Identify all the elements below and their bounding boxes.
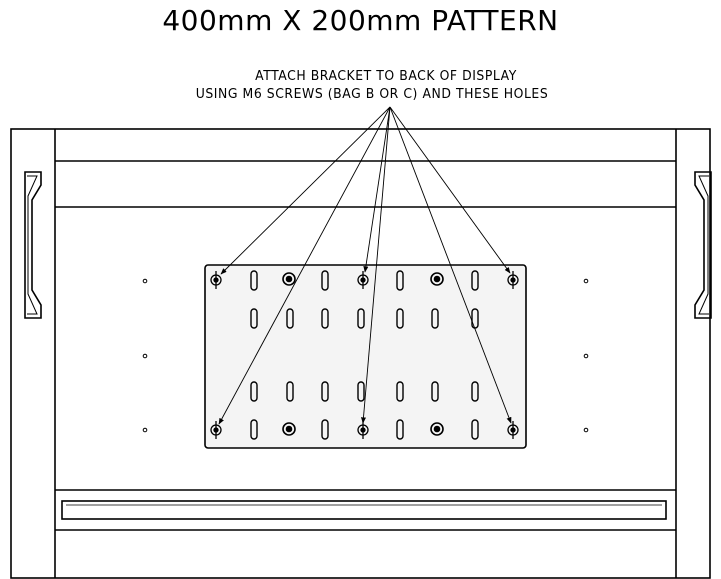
- mounting-hole-icon: [210, 421, 222, 439]
- bottom-slot: [61, 500, 667, 520]
- callout-note-line-1: ATTACH BRACKET TO BACK OF DISPLAY: [255, 68, 517, 84]
- drawing-title: 400mm X 200mm PATTERN: [162, 4, 559, 37]
- mounting-hole-icon: [210, 271, 222, 289]
- bracket-standoffs: [282, 272, 444, 436]
- mounting-hole-icon: [507, 421, 519, 439]
- mounting-hole-icon: [357, 421, 369, 439]
- mounting-hole-icon: [507, 271, 519, 289]
- leader-arrows: [218, 106, 512, 425]
- callout-note-line-2: USING M6 SCREWS (BAG B OR C) AND THESE H…: [195, 86, 549, 102]
- mounting-bracket-plate: [204, 264, 527, 449]
- left-handle-icon: [24, 171, 42, 319]
- right-handle-icon: [694, 171, 712, 319]
- mounting-holes: [210, 271, 519, 439]
- display-screw-dots: [142, 278, 589, 433]
- display-outline: [10, 128, 711, 579]
- bracket-slots: [250, 270, 479, 440]
- mounting-hole-icon: [357, 271, 369, 289]
